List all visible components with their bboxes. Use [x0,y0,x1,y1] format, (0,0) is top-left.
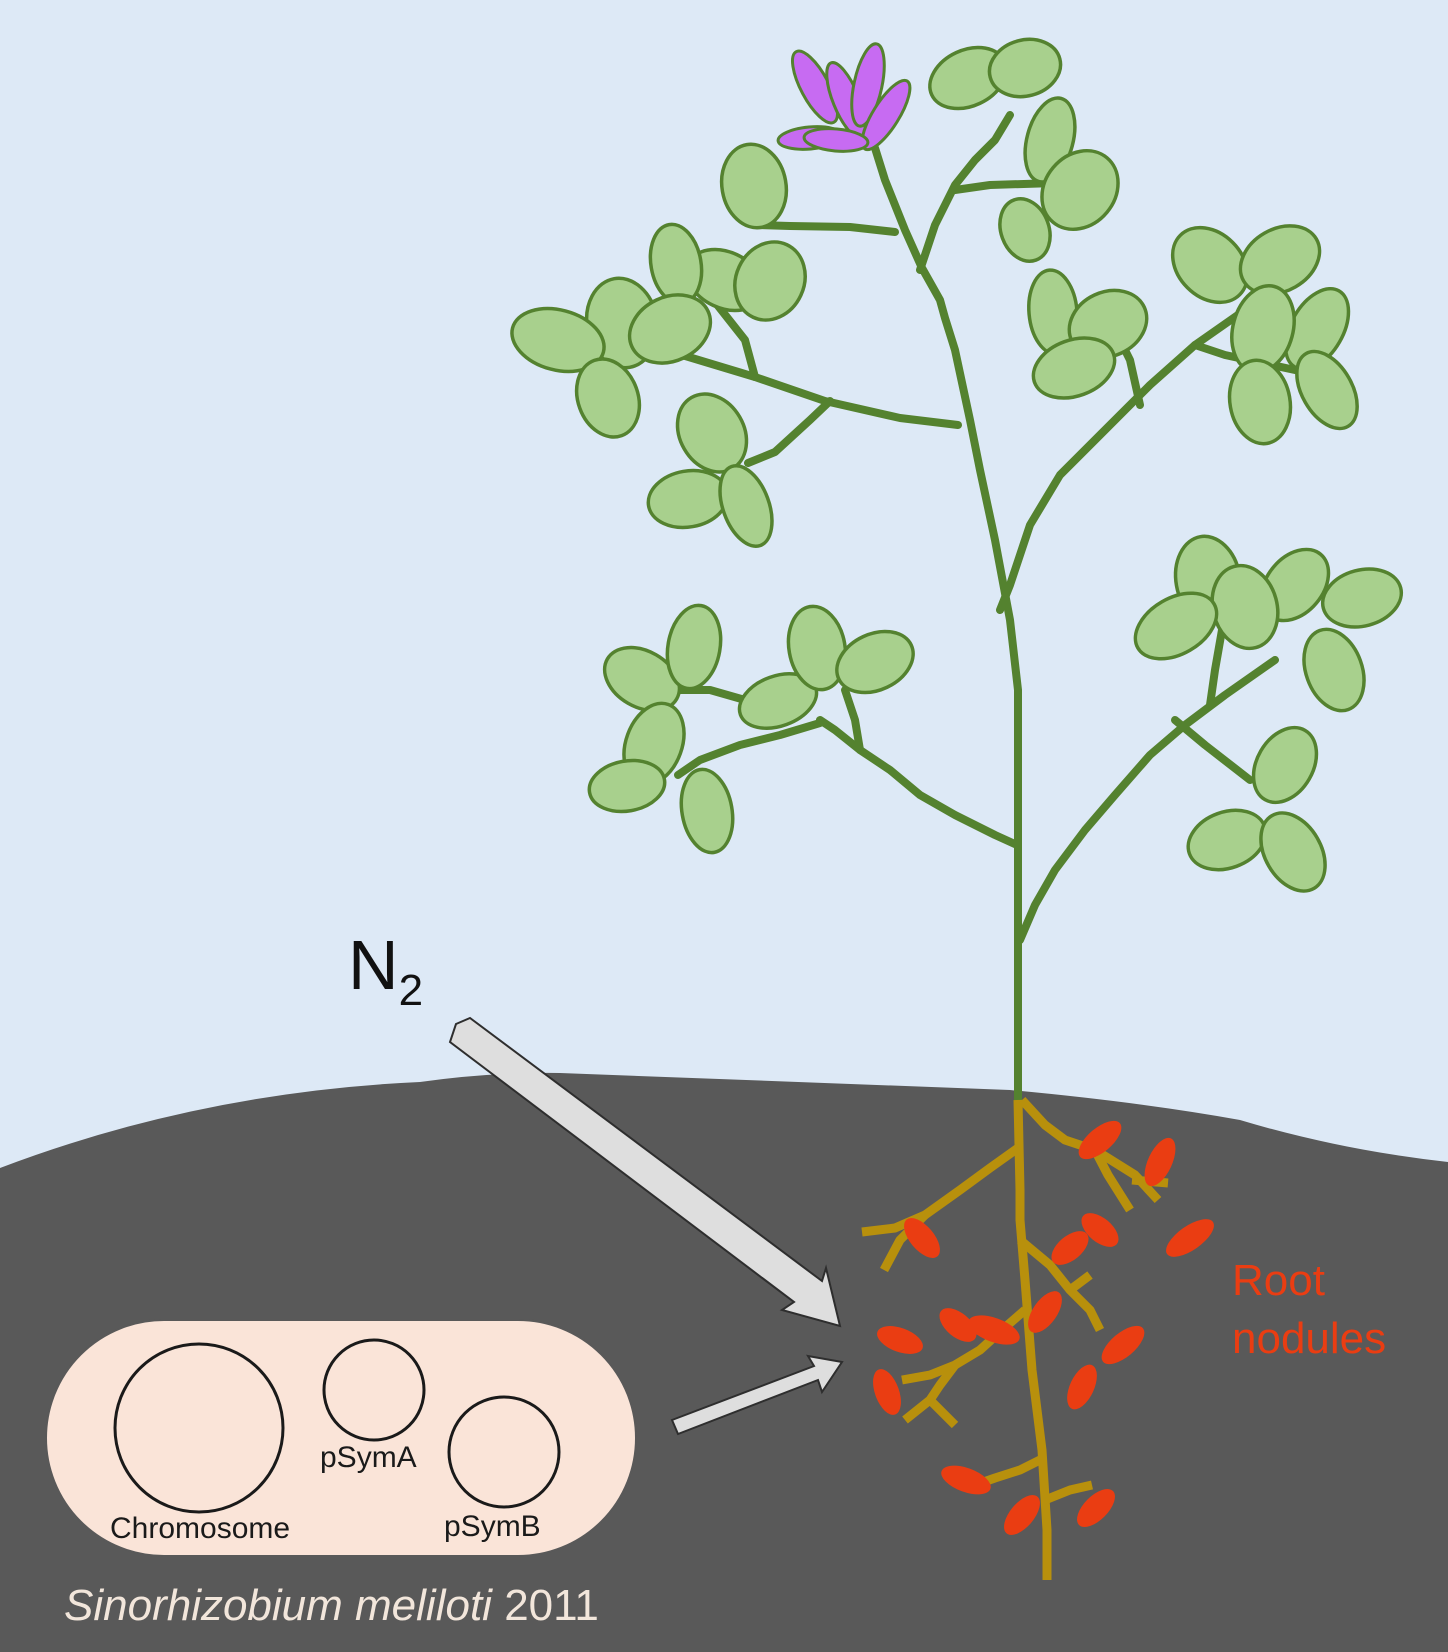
arrow-n2-to-roots [448,1016,842,1328]
leaf-36 [1133,591,1219,661]
root-branch-9 [902,1362,959,1424]
stem-branch-15 [1171,716,1254,784]
stem-branch-2 [951,179,1059,194]
leaf-32 [835,629,915,695]
leaf-7 [1031,336,1117,400]
root-branch-1 [861,1144,1021,1237]
stem-branch-10 [816,716,1021,849]
stem-branch-6 [744,397,834,467]
stem-branch-7 [996,278,1284,614]
root-branch-12 [1043,1480,1093,1505]
leaf-20 [510,306,606,374]
root-nodule-icon-7 [1101,1325,1145,1365]
root-nodule-icon-9 [877,1326,923,1354]
root-nodule-icon-1 [1144,1137,1176,1187]
arrow-bacterium-to-roots [670,1354,844,1436]
leaf-8 [1170,225,1250,305]
leaf-21 [574,357,642,439]
leaf-16 [733,240,807,322]
psymb-label: pSymB [444,1510,541,1543]
chromosome-circle-icon [113,1342,285,1514]
psyma-label: pSymA [320,1441,417,1474]
root-nodule-icon-5 [1028,1291,1062,1333]
root-nodule-icon-8 [1067,1364,1097,1410]
leaf-25 [602,645,682,713]
leaf-19 [627,293,713,365]
stem-branch-11 [841,686,864,754]
root-nodule-icon-12 [939,1308,977,1342]
leaf-3 [1040,148,1120,232]
leaf-4 [998,197,1052,263]
n2-base: N [348,926,399,1004]
root-nodules-label: Root nodules [1232,1256,1387,1364]
root-nodule-icon-3 [1081,1213,1119,1247]
stem-branch-16 [1206,626,1226,709]
leaf-24 [718,464,774,548]
leaf-15 [719,142,789,230]
flower-petal-5 [802,127,870,153]
n2-subscript: 2 [398,966,424,1015]
stem-branch-12 [674,719,824,779]
psymb-circle-icon [447,1395,561,1509]
psyma-circle-icon [322,1338,426,1442]
leaf-12 [1295,349,1359,431]
root-nodule-icon-4 [1051,1231,1089,1265]
leaf-39 [1251,725,1319,805]
root-nodule-icon-0 [1078,1120,1122,1160]
leaf-38 [1302,627,1366,713]
leaf-37 [1320,567,1404,629]
root-nodule-icon-6 [968,1315,1020,1345]
stem-branch-1 [916,111,1014,274]
root-branch-10 [926,1396,959,1429]
stem-branch-0 [871,144,1022,1104]
stem-branch-5 [711,298,759,381]
flower-petal-3 [860,78,912,152]
root-nodule-icon-14 [1004,1495,1040,1535]
stem-branch-3 [754,221,899,236]
leaf-31 [786,604,848,692]
root-nodule-icon-2 [1166,1219,1214,1257]
leaf-41 [1259,811,1327,893]
leaf-13 [1227,358,1293,446]
root-nodule-icon-13 [941,1465,991,1495]
chromosome-label: Chromosome [110,1512,291,1545]
bacterium-cell-icon [45,1319,637,1557]
leaf-9 [1238,224,1322,296]
plant-leaves [510,37,1404,893]
root-nodule-icon-10 [873,1369,901,1415]
leaf-29 [679,767,735,855]
root-branch-4 [1091,1147,1134,1213]
root-branch-7 [1067,1271,1093,1294]
leaf-26 [665,603,723,691]
strain-name: 2011 [504,1581,599,1630]
leaf-28 [587,758,667,814]
flower-icon [776,42,912,153]
root-nodules [873,1120,1214,1535]
species-name: Sinorhizobium meliloti [64,1581,492,1630]
leaf-1 [987,37,1063,99]
species-caption: Sinorhizobium meliloti 2011 [64,1584,599,1628]
n2-label: N2 [348,930,423,1013]
root-nodule-icon-15 [1077,1489,1115,1527]
root-nodule-icon-11 [904,1218,940,1258]
